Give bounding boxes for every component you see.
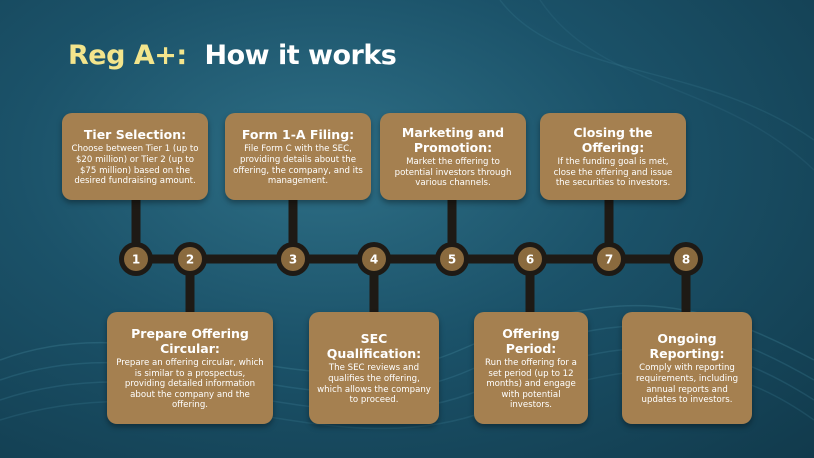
timeline-nodes: 1 2 3 4 5 6 7 8 [119,242,703,276]
node-fill [281,247,305,271]
step-7-card: Closing the Offering: If the funding goa… [540,113,686,200]
step-1-text: Choose between Tier 1 (up to $20 million… [71,144,199,187]
step-8-text: Comply with reporting requirements, incl… [635,363,739,406]
step-2-title: Prepare Offering Circular: [131,326,249,357]
connector-6 [525,259,535,312]
step-node-7: 7 [592,242,626,276]
node-fill [597,247,621,271]
connector-2 [185,259,195,312]
node-fill [124,247,148,271]
step-6-title: Offering Period: [502,326,560,357]
node-fill [178,247,202,271]
step-4-card: SEC Qualification: The SEC reviews and q… [309,312,439,424]
step-5-text: Market the offering to potential investo… [394,157,512,189]
step-number-2: 2 [186,253,194,267]
step-5-title: Marketing and Promotion: [401,125,505,156]
step-node-3: 3 [276,242,310,276]
step-node-8: 8 [669,242,703,276]
node-fill [440,247,464,271]
step-number-3: 3 [289,253,297,267]
step-7-title: Closing the Offering: [573,125,653,156]
node-fill [518,247,542,271]
step-number-5: 5 [448,253,456,267]
step-3-text: File Form C with the SEC, providing deta… [233,144,363,187]
step-number-6: 6 [526,253,534,267]
step-node-2: 2 [173,242,207,276]
connector-4 [369,259,379,312]
step-5-card: Marketing and Promotion: Market the offe… [380,113,526,200]
step-6-text: Run the offering for a set period (up to… [485,358,577,411]
step-number-4: 4 [370,253,378,267]
step-6-card: Offering Period: Run the offering for a … [474,312,588,424]
connector-1 [131,200,141,259]
step-number-8: 8 [682,253,690,267]
timeline-bar [130,254,690,264]
step-3-card: Form 1-A Filing: File Form C with the SE… [225,113,371,200]
step-3-title: Form 1-A Filing: [241,127,355,143]
step-2-text: Prepare an offering circular, which is s… [116,358,264,411]
step-node-4: 4 [357,242,391,276]
connector-3 [288,200,298,259]
connector-7 [604,200,614,259]
step-1-title: Tier Selection: [83,127,187,143]
title-main: How it works [204,40,397,71]
step-4-title: SEC Qualification: [326,331,422,362]
timeline-connectors [131,200,691,312]
step-node-5: 5 [435,242,469,276]
step-8-card: Ongoing Reporting: Comply with reporting… [622,312,752,424]
page-title: Reg A+: How it works [68,40,397,71]
node-fill [674,247,698,271]
step-1-card: Tier Selection: Choose between Tier 1 (u… [62,113,208,200]
step-number-7: 7 [605,253,613,267]
step-8-title: Ongoing Reporting: [649,331,725,362]
step-number-1: 1 [132,253,140,267]
step-4-text: The SEC reviews and qualifies the offeri… [317,363,431,406]
step-node-6: 6 [513,242,547,276]
node-fill [362,247,386,271]
connector-8 [681,259,691,312]
connector-5 [447,200,457,259]
step-node-1: 1 [119,242,153,276]
step-7-text: If the funding goal is met, close the of… [553,157,673,189]
title-prefix: Reg A+: [68,40,187,71]
step-2-card: Prepare Offering Circular: Prepare an of… [107,312,273,424]
